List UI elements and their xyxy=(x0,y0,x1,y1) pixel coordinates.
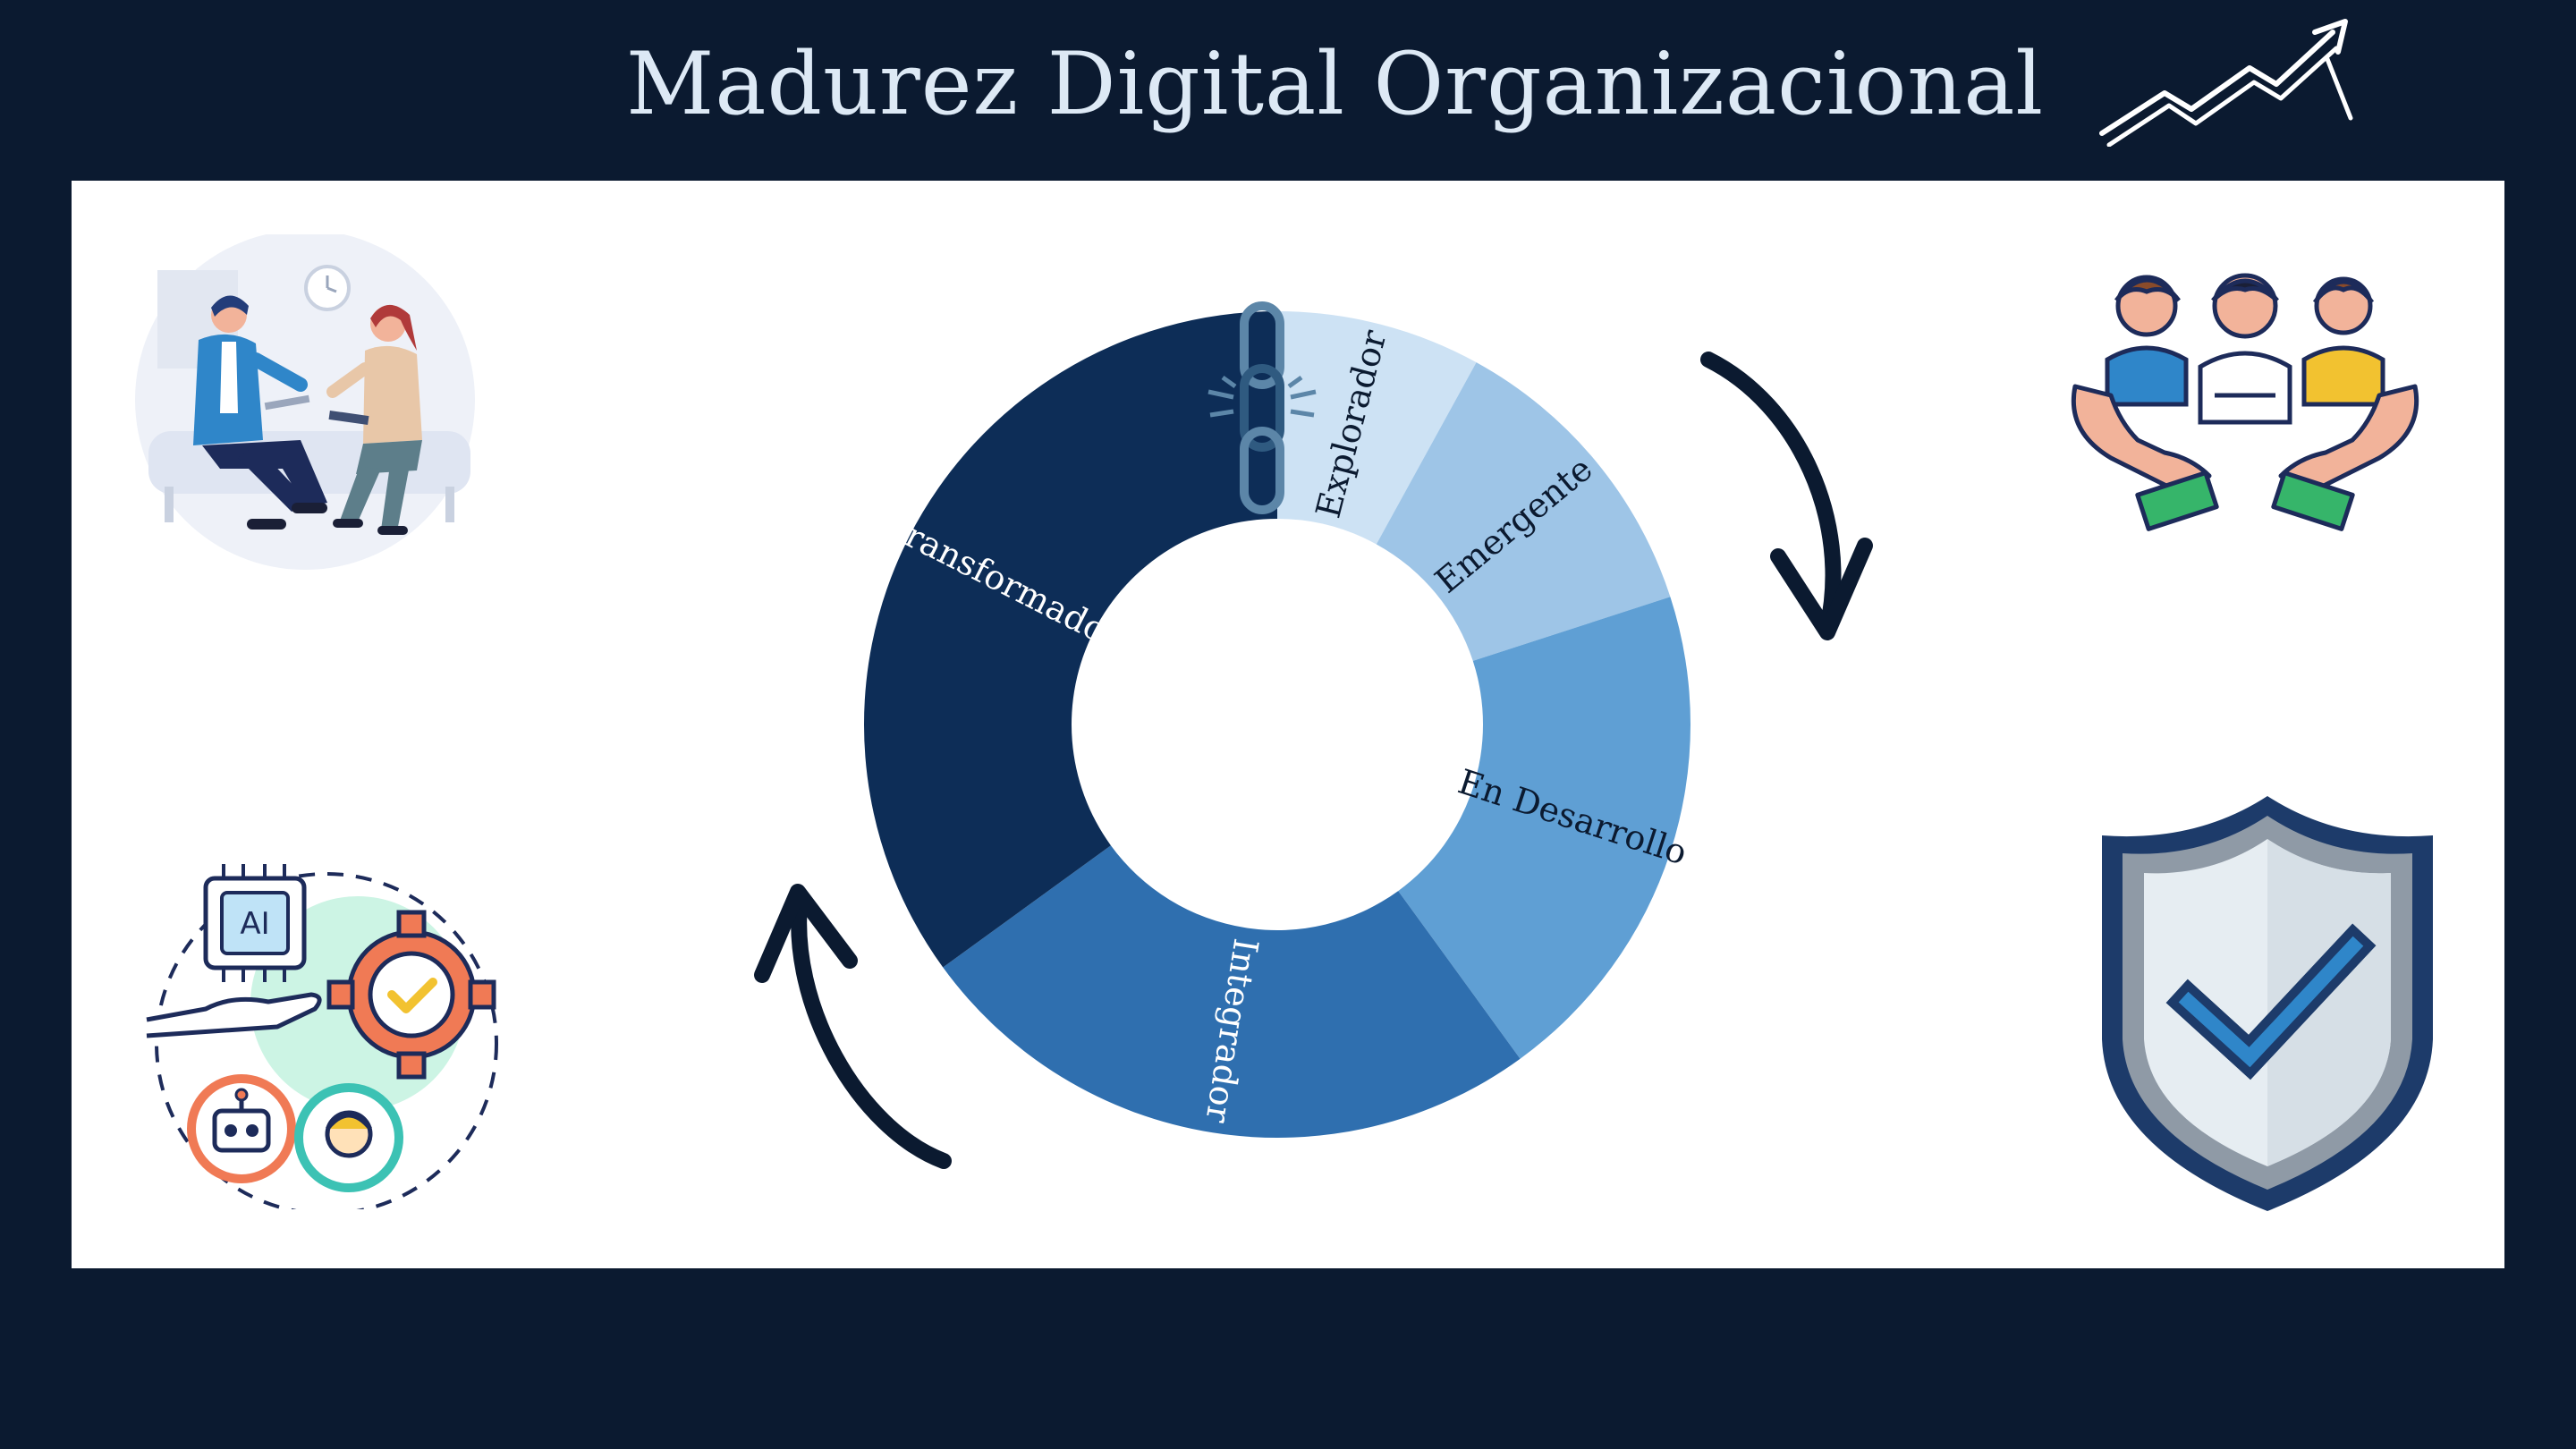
segment-explorador xyxy=(1277,311,1477,545)
consultation-meeting-icon xyxy=(135,234,475,570)
page-title: Madurez Digital Organizacional xyxy=(626,34,2045,134)
segment-en-desarrollo xyxy=(1398,597,1690,1059)
segment-integrador xyxy=(943,845,1521,1138)
segment-transformador xyxy=(864,310,1277,968)
broken-chain-link-icon xyxy=(1208,301,1317,514)
ai-automation-icon: AI xyxy=(146,864,498,1209)
security-shield-check-icon xyxy=(2102,796,2433,1211)
cycle-arrow-left xyxy=(754,884,952,1169)
cycle-arrow-right xyxy=(1700,352,1873,640)
svg-text:AI: AI xyxy=(240,906,269,942)
team-care-hands-icon xyxy=(2071,273,2419,531)
segment-emergente xyxy=(1376,362,1671,661)
trend-up-icon xyxy=(2099,19,2353,147)
